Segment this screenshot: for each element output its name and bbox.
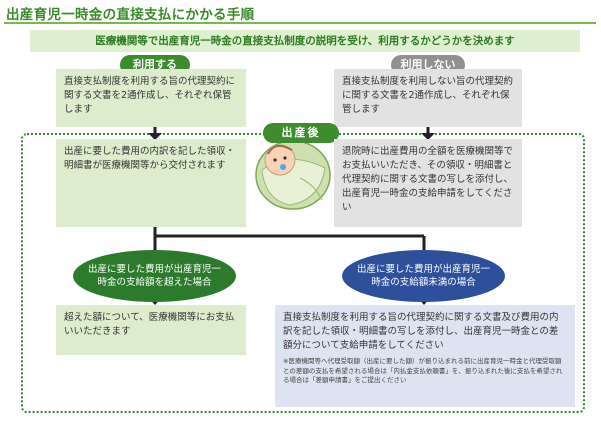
after-birth-label: 出産後 <box>263 123 339 143</box>
arrow-right-1-head <box>421 133 435 140</box>
intro-banner: 医療機関等で出産育児一時金の直接支払制度の説明を受け、利用するかどうかを決めます <box>30 30 580 52</box>
under-action-text: 直接支払制度を利用する旨の代理契約に関する文書及び費用の内訳を記した領収・明細書… <box>283 312 559 351</box>
page-title: 出産育児一時金の直接支払にかかる手順 <box>6 7 255 23</box>
not-use-step-claim: 退院時に出産費用の全額を医療機関等でお支払いいただき、その領収・明細書と代理契約… <box>334 139 522 227</box>
condition-under-text: 出産に要した費用が出産育児一時金の支給額未満の場合 <box>356 264 490 288</box>
condition-over-text: 出産に要した費用が出産育児一時金の支給額を超えた場合 <box>87 264 221 288</box>
condition-under: 出産に要した費用が出産育児一時金の支給額未満の場合 <box>342 250 505 302</box>
condition-over: 出産に要した費用が出産育児一時金の支給額を超えた場合 <box>73 250 236 302</box>
not-use-step-contract: 直接支払制度を利用しない旨の代理契約に関する文書を2通作成し、それぞれ保管します <box>334 69 522 127</box>
under-action-note: ※医療機関等へ代理受取額（出産に要した額）が振り込まれる前に出産育児一時金と代理… <box>283 357 563 384</box>
title-underline <box>4 22 596 24</box>
over-action: 超えた額について、医療機関等にお支払いいただきます <box>56 305 246 355</box>
use-step-receipt: 出産に要した費用の内訳を記した領収・明細書が医療機関等から交付されます <box>56 139 246 227</box>
use-step-contract: 直接支払制度を利用する旨の代理契約に関する文書を2通作成し、それぞれ保管します <box>56 69 246 127</box>
under-action: 直接支払制度を利用する旨の代理契約に関する文書及び費用の内訳を記した領収・明細書… <box>275 305 575 407</box>
arrow-left-1-head <box>148 133 162 140</box>
baby-icon <box>255 140 331 210</box>
